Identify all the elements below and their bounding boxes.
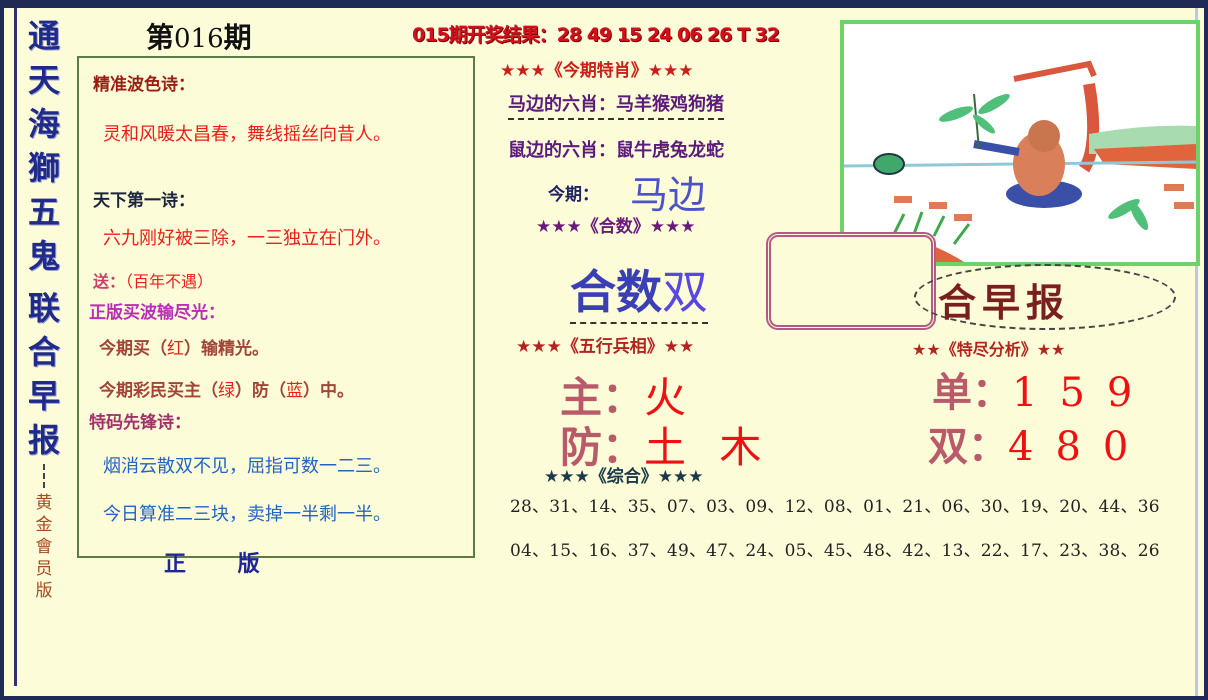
last-draw-result: 015期开奖结果：28 49 15 24 06 26 T 32: [412, 24, 780, 46]
lose-line-2: 今期彩民买主（绿）防（蓝）中。: [99, 381, 354, 401]
horse-side-zodiacs: 马边的六肖：马羊猴鸡狗猪: [508, 90, 724, 120]
title-char: 通: [27, 17, 60, 55]
subtitle-char: 版: [35, 581, 53, 601]
current-zodiac-value: 马边: [630, 173, 707, 217]
elements-section-title: ★★★《五行兵相》★★: [516, 337, 695, 357]
wave-color-poem-label: 精准波色诗：: [93, 75, 195, 95]
subtitle-char: 黄: [35, 493, 53, 513]
top-poem-label: 天下第一诗：: [93, 191, 195, 211]
title-char: 天: [27, 61, 60, 99]
stamp-box: [766, 232, 936, 330]
vertical-subtitle: 黄 金 會 员 版: [34, 464, 54, 602]
genuine-edition-mark: 正 版: [164, 552, 282, 577]
sum-section-title: ★★★《合数》★★★: [536, 217, 696, 237]
illustration-bear: [840, 20, 1200, 266]
special-poem-line-1: 烟消云散双不见，屈指可数一二三。: [103, 456, 391, 477]
left-border-rule: [14, 8, 17, 686]
odd-tails: 单：159: [932, 369, 1155, 416]
subtitle-char: 金: [35, 515, 53, 535]
brand-title: 合早报: [938, 281, 1071, 325]
comprehensive-numbers-row-2: 04、15、16、37、49、47、24、05、45、48、42、13、22、1…: [510, 541, 1160, 561]
top-poem-line: 六九刚好被三除，一三独立在门外。: [103, 228, 391, 249]
title-char: 合: [27, 333, 60, 371]
issue-number: 第016期: [146, 21, 252, 54]
brand-ellipse: 合早报: [914, 264, 1176, 330]
rat-side-zodiacs: 鼠边的六肖：鼠牛虎兔龙蛇: [508, 140, 724, 161]
guard-elements: 防：土 木: [560, 423, 772, 472]
special-poem-line-2: 今日算准二三块，卖掉一半剩一半。: [103, 504, 391, 525]
special-poem-label: 特码先锋诗：: [89, 413, 191, 433]
sum-parity: 合数双: [570, 256, 708, 324]
vertical-title: 通 天 海 獅 五 鬼 联 合 早 报: [22, 14, 66, 462]
comprehensive-numbers-row-1: 28、31、14、35、07、03、09、12、08、01、21、06、30、1…: [510, 497, 1160, 517]
title-char: 联: [27, 289, 60, 327]
title-char: 海: [27, 105, 60, 143]
wave-color-poem-line: 灵和风暖太昌春，舞线摇丝向昔人。: [103, 124, 391, 145]
title-char: 五: [27, 193, 60, 231]
lose-poem-label: 正版买波输尽光：: [89, 303, 225, 323]
title-char: 鬼: [27, 237, 60, 275]
title-char: 獅: [27, 149, 60, 187]
bear-illustration-icon: [844, 24, 1196, 262]
subtitle-char: 會: [35, 537, 53, 557]
even-tails: 双：480: [928, 423, 1151, 470]
title-char: 报: [27, 421, 60, 459]
comprehensive-section-title: ★★★《综合》★★★: [544, 467, 704, 487]
zodiac-section-title: ★★★《今期特肖》★★★: [500, 61, 694, 81]
current-zodiac-label: 今期：: [548, 185, 599, 205]
gift-line: 送：（百年不遇）: [93, 272, 214, 291]
lose-line-1: 今期买（红）输精光。: [99, 339, 269, 359]
subtitle-char: 员: [35, 559, 53, 579]
tail-analysis-title: ★★《特尽分析》★★: [912, 340, 1066, 359]
poem-panel: 精准波色诗： 灵和风暖太昌春，舞线摇丝向昔人。 天下第一诗： 六九刚好被三除，一…: [77, 56, 475, 558]
dash-divider: [43, 464, 45, 488]
right-border-rule: [1195, 8, 1198, 696]
title-char: 早: [27, 377, 60, 415]
main-element: 主：火: [560, 373, 687, 422]
